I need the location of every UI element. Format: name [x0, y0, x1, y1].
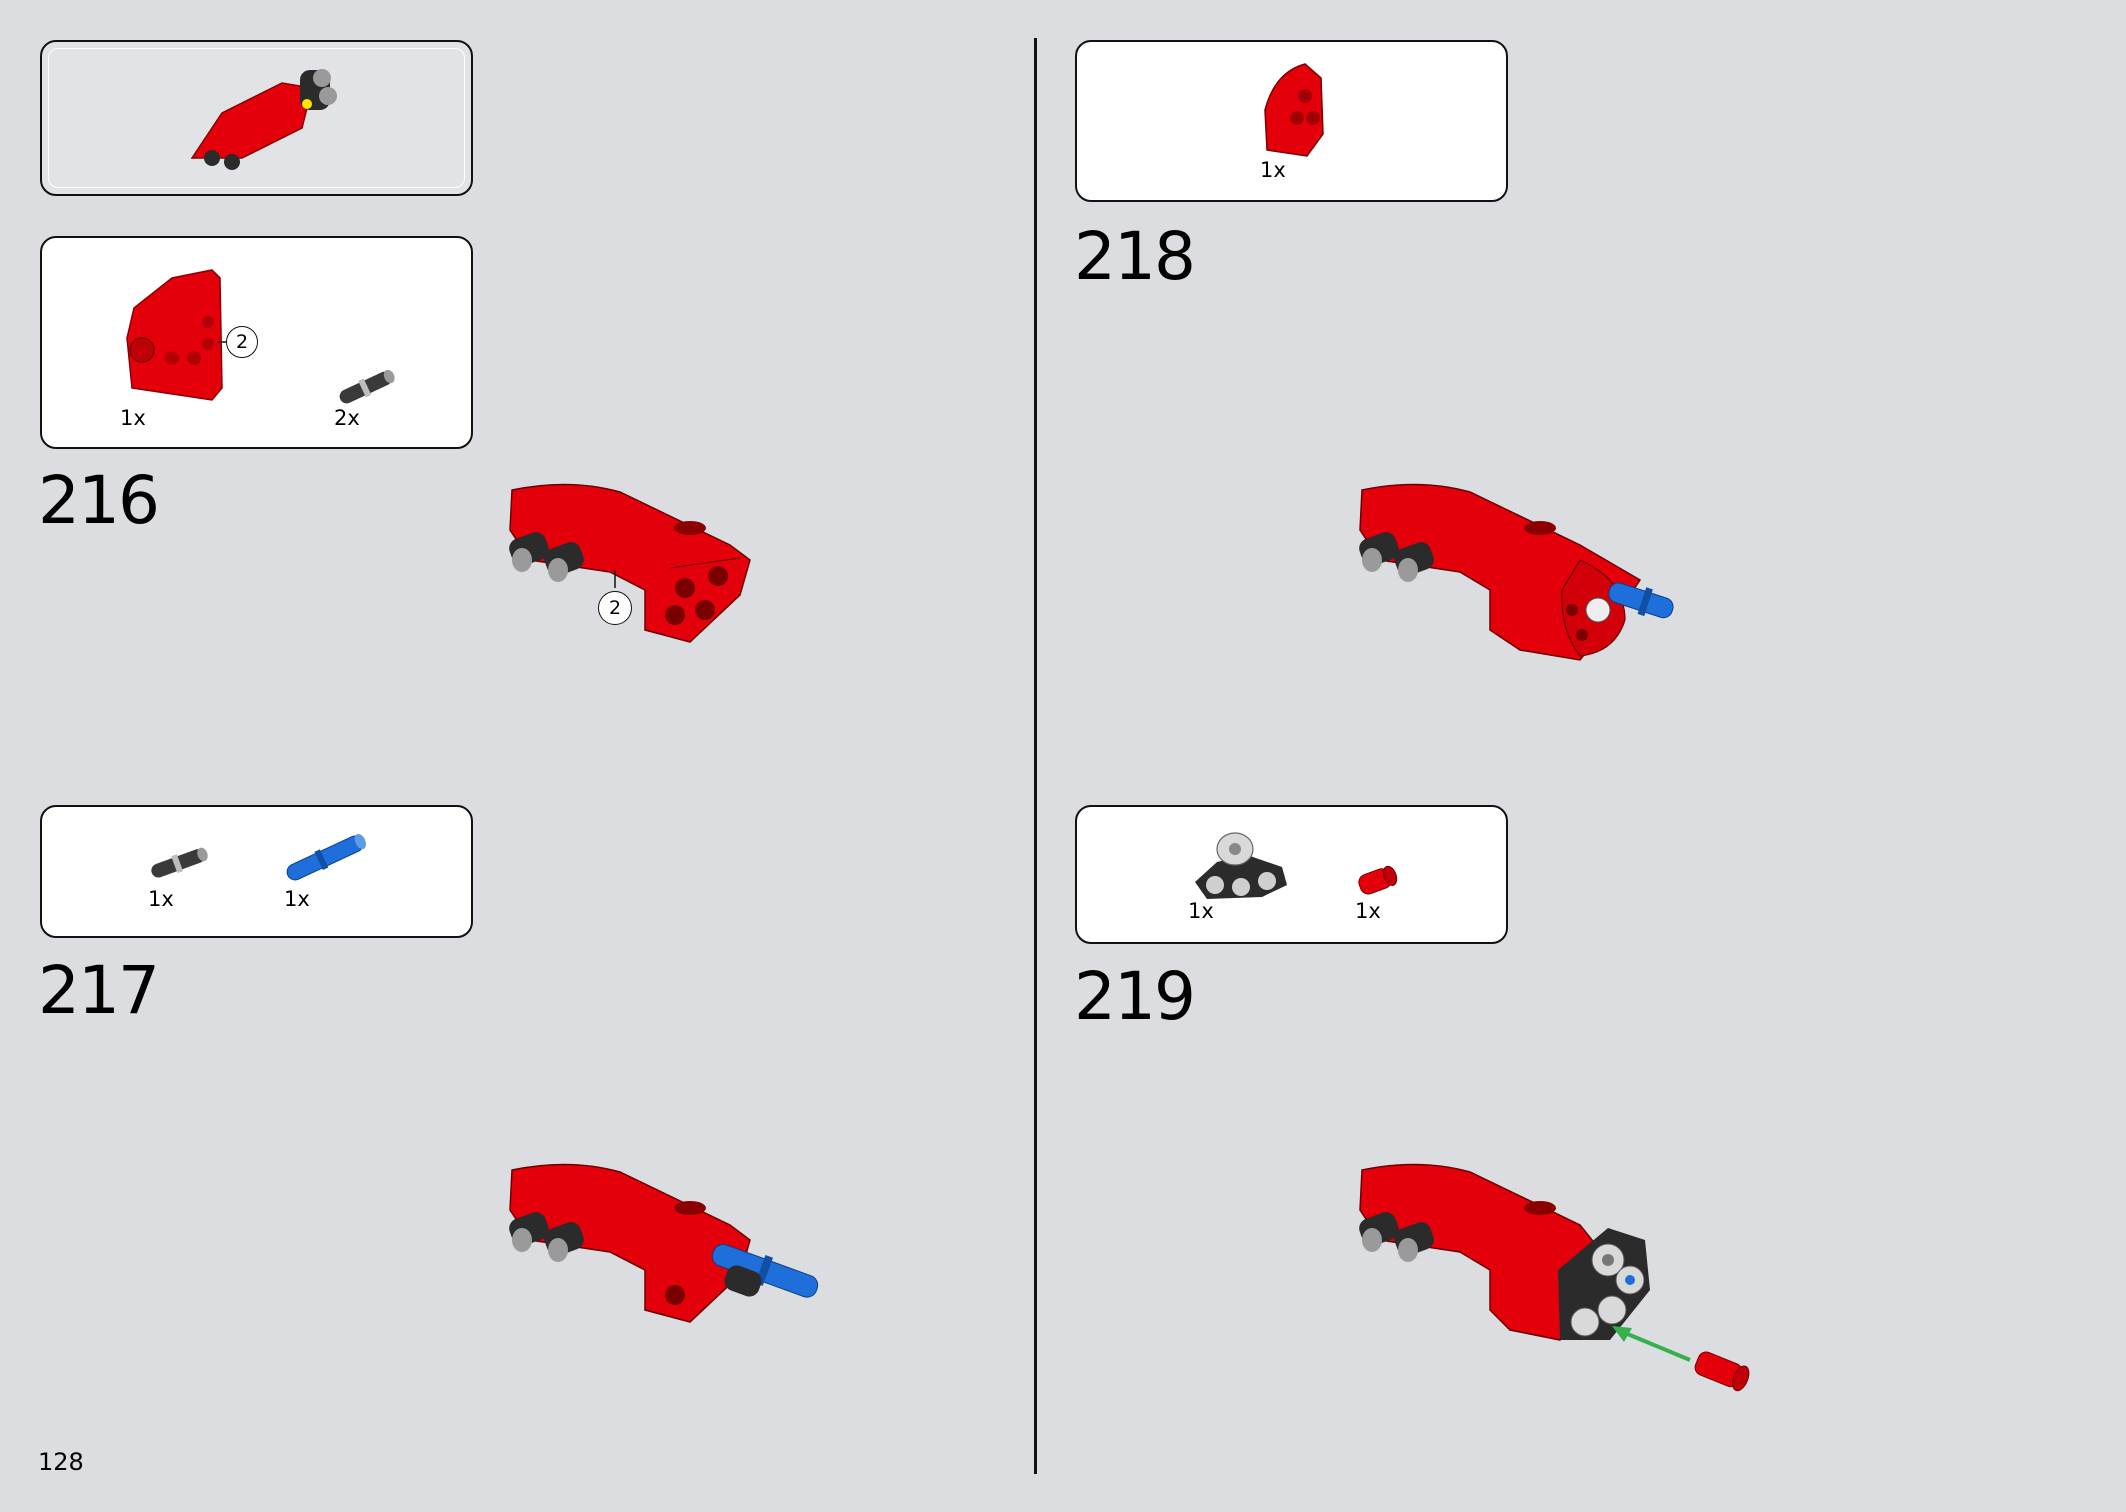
part-qty: 1x — [1260, 158, 1286, 182]
page-divider — [1034, 38, 1037, 1474]
model-219 — [1359, 1163, 1750, 1392]
model-216 — [509, 483, 751, 643]
part-qty: 1x — [148, 887, 174, 911]
part-qty: 2x — [334, 406, 360, 430]
model-218 — [1359, 483, 1674, 661]
part-qty: 1x — [1188, 899, 1214, 923]
part-callout-2: 2 — [226, 326, 258, 358]
parts-list-218: 1x — [1075, 40, 1508, 202]
part-beam-red — [1264, 63, 1324, 157]
part-qty: 1x — [120, 406, 146, 430]
part-panel-red — [126, 269, 238, 401]
part-connector-red — [1358, 865, 1398, 895]
model-callout-2: 2 — [598, 591, 632, 625]
subassembly-box — [40, 40, 473, 196]
part-qty: 1x — [284, 887, 310, 911]
step-number-218: 218 — [1074, 218, 1196, 295]
part-beam-black — [1195, 832, 1287, 899]
part-pin-blue — [286, 833, 366, 881]
parts-list-216: 2 1x 2x — [40, 236, 473, 449]
part-pin-black — [151, 847, 208, 878]
parts-list-219: 1x 1x — [1075, 805, 1508, 944]
step-number-219: 219 — [1074, 958, 1196, 1035]
step-number-216: 216 — [38, 462, 160, 539]
parts-list-217: 1x 1x — [40, 805, 473, 938]
step-number-217: 217 — [38, 952, 160, 1029]
part-qty: 1x — [1355, 899, 1381, 923]
model-217 — [509, 1163, 819, 1323]
part-pin-black — [339, 369, 395, 404]
subassembly-image — [190, 69, 337, 170]
page-number: 128 — [38, 1448, 84, 1476]
